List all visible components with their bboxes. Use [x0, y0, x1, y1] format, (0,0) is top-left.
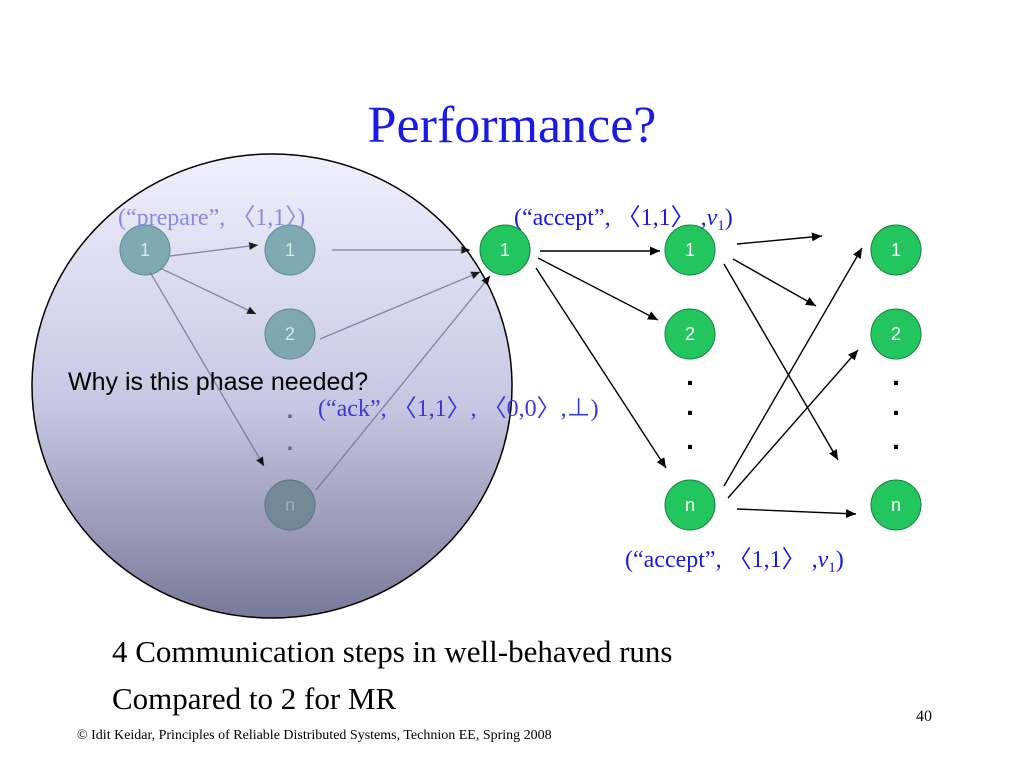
- arrow-accn-to-learner1: [723, 247, 863, 487]
- arrow-leader1-to-accn: [535, 267, 667, 469]
- arrow-acc1-to-learner1: [736, 232, 823, 245]
- svg-text:1: 1: [500, 240, 510, 260]
- svg-text:.: .: [686, 424, 694, 455]
- svg-text:1: 1: [285, 240, 295, 260]
- node-acceptor-1: 1: [664, 224, 716, 276]
- arrow-acc1-to-learner2: [732, 258, 817, 307]
- arrow-accn-to-learner2: [727, 349, 859, 499]
- node-prep-acceptor-n: n: [264, 479, 316, 531]
- svg-text:n: n: [685, 495, 695, 515]
- node-prep-acceptor-2: 2: [264, 308, 316, 360]
- svg-text:n: n: [285, 495, 295, 515]
- body-line-1: 4 Communication steps in well-behaved ru…: [112, 634, 673, 669]
- svg-text:.: .: [892, 390, 900, 421]
- node-learner-n: n: [870, 479, 922, 531]
- svg-text:1: 1: [891, 240, 901, 260]
- node-proposer-1: 1: [119, 224, 171, 276]
- svg-text:2: 2: [685, 324, 695, 344]
- node-prep-acceptor-1: 1: [264, 224, 316, 276]
- accept-arrows: [535, 232, 863, 519]
- svg-text:.: .: [287, 397, 294, 424]
- svg-text:.: .: [686, 390, 694, 421]
- arrow-leader1-to-acc2: [537, 257, 659, 321]
- ellipsis-dots-right: . . . . . .: [686, 360, 900, 455]
- prepare-label: (“prepare”, 〈1,1〉): [118, 205, 305, 231]
- svg-text:.: .: [686, 360, 694, 391]
- ellipsis-dots-left: . .: [287, 397, 294, 456]
- svg-text:2: 2: [285, 324, 295, 344]
- arrow-acc1-to-learnern: [723, 263, 839, 461]
- svg-text:1: 1: [685, 240, 695, 260]
- body-line-2: Compared to 2 for MR: [112, 681, 397, 716]
- slide-title: Performance?: [367, 97, 657, 154]
- faded-arrows: [149, 242, 491, 491]
- faded-nodes: 1 1 2 n: [119, 224, 316, 531]
- ack-label: (“ack”, 〈1,1〉, 〈0,0〉,⊥): [318, 396, 599, 422]
- accept-label-top: (“accept”, 〈1,1〉 ,v1): [514, 205, 733, 234]
- callout-text: Why is this phase needed?: [68, 368, 368, 396]
- svg-text:.: .: [287, 429, 294, 456]
- svg-text:.: .: [892, 424, 900, 455]
- node-leader-1: 1: [479, 224, 531, 276]
- arrow-accn-to-learnern: [736, 508, 857, 519]
- right-nodes: 1 1 2 n 1 2 n: [479, 224, 922, 531]
- page-number: 40: [916, 708, 932, 725]
- svg-text:n: n: [891, 495, 901, 515]
- node-acceptor-n: n: [664, 479, 716, 531]
- svg-text:.: .: [892, 360, 900, 391]
- node-acceptor-2: 2: [664, 308, 716, 360]
- node-learner-1: 1: [870, 224, 922, 276]
- svg-text:2: 2: [891, 324, 901, 344]
- footer-copyright: © Idit Keidar, Principles of Reliable Di…: [77, 728, 552, 743]
- accept-label-bottom: (“accept”, 〈1,1〉 ,v1): [625, 547, 844, 576]
- node-learner-2: 2: [870, 308, 922, 360]
- svg-text:1: 1: [140, 240, 150, 260]
